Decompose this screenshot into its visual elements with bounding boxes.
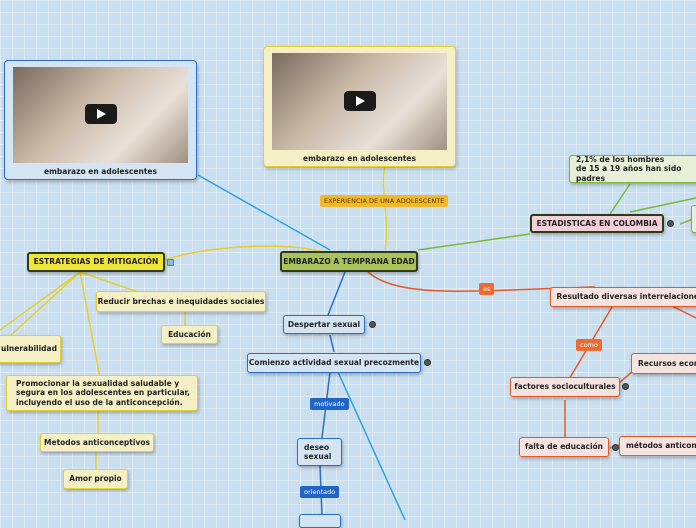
metodos-label: métodos anticonc	[626, 441, 696, 450]
label-es: es	[479, 283, 494, 295]
video-top[interactable]: embarazo en adolescentes	[263, 46, 456, 167]
result-topic[interactable]: Resultado diversas interrelaciones	[550, 287, 696, 307]
factores-node[interactable]: factores socioculturales	[510, 377, 620, 397]
mitigation-topic-label: ESTRATEGIAS DE MITIGACIÓN	[34, 257, 159, 266]
central-topic-label: EMBARAZO A TEMPRANA EDAD	[283, 257, 414, 266]
recursos-node[interactable]: Recursos econ	[631, 353, 696, 374]
promocionar-node[interactable]: Promocionar la sexualidad saludable y se…	[6, 375, 198, 411]
educacion-label: Educación	[168, 330, 211, 339]
globe-icon[interactable]	[667, 220, 674, 227]
vulnerabilidad-node[interactable]: ulnerabilidad	[0, 335, 61, 363]
falta-node[interactable]: falta de educación	[519, 437, 609, 457]
stats-extra[interactable]	[691, 205, 696, 233]
despertar-node[interactable]: Despertar sexual	[283, 315, 365, 334]
comienzo-label: Comienzo actividad sexual precozmente	[249, 358, 419, 367]
reducir-label: Reducir brechas e inequidades sociales	[98, 297, 265, 306]
globe-icon[interactable]	[622, 383, 629, 390]
metodos-anticonceptivos-label: Metodos anticonceptivos	[44, 438, 150, 447]
vulnerabilidad-label: ulnerabilidad	[1, 344, 57, 353]
globe-icon[interactable]	[369, 321, 376, 328]
stats-fact[interactable]: 2,1% de los hombres de 15 a 19 años han …	[569, 155, 696, 183]
deseo-label: deseo sexual	[304, 443, 331, 462]
central-topic[interactable]: EMBARAZO A TEMPRANA EDAD	[280, 251, 418, 272]
video-caption: embarazo en adolescentes	[264, 154, 455, 163]
factores-label: factores socioculturales	[514, 382, 615, 391]
stats-topic-label: ESTADISTICAS EN COLOMBIA	[536, 219, 657, 228]
next-node[interactable]	[299, 514, 341, 528]
label-orientado: orientado	[300, 486, 339, 498]
recursos-label: Recursos econ	[638, 359, 696, 368]
amor-propio-label: Amor propio	[69, 474, 121, 483]
play-icon[interactable]	[344, 91, 376, 111]
amor-propio-node[interactable]: Amor propio	[63, 469, 128, 489]
despertar-label: Despertar sexual	[288, 320, 360, 329]
promocionar-label: Promocionar la sexualidad saludable y se…	[16, 379, 190, 407]
notes-icon[interactable]	[167, 259, 174, 266]
globe-icon[interactable]	[612, 444, 619, 451]
globe-icon[interactable]	[424, 359, 431, 366]
stats-fact-label: 2,1% de los hombres de 15 a 19 años han …	[576, 155, 696, 183]
video-left[interactable]: embarazo en adolescentes	[4, 60, 197, 180]
deseo-node[interactable]: deseo sexual	[297, 438, 342, 466]
stats-topic[interactable]: ESTADISTICAS EN COLOMBIA	[530, 214, 664, 233]
metodos-anticonceptivos-node[interactable]: Metodos anticonceptivos	[40, 433, 154, 452]
reducir-node[interactable]: Reducir brechas e inequidades sociales	[96, 291, 266, 312]
label-como: como	[576, 339, 602, 351]
label-experiencia: EXPERIENCIA DE UNA ADOLESCENTE	[320, 195, 448, 207]
result-topic-label: Resultado diversas interrelaciones	[557, 292, 696, 301]
play-icon[interactable]	[85, 104, 117, 124]
video-caption: embarazo en adolescentes	[5, 167, 196, 176]
educacion-node[interactable]: Educación	[161, 325, 218, 344]
falta-label: falta de educación	[525, 442, 603, 451]
mitigation-topic[interactable]: ESTRATEGIAS DE MITIGACIÓN	[27, 252, 165, 272]
metodos-node[interactable]: métodos anticonc	[619, 436, 696, 456]
comienzo-node[interactable]: Comienzo actividad sexual precozmente	[247, 353, 421, 373]
label-motivado: motivado	[310, 398, 349, 410]
